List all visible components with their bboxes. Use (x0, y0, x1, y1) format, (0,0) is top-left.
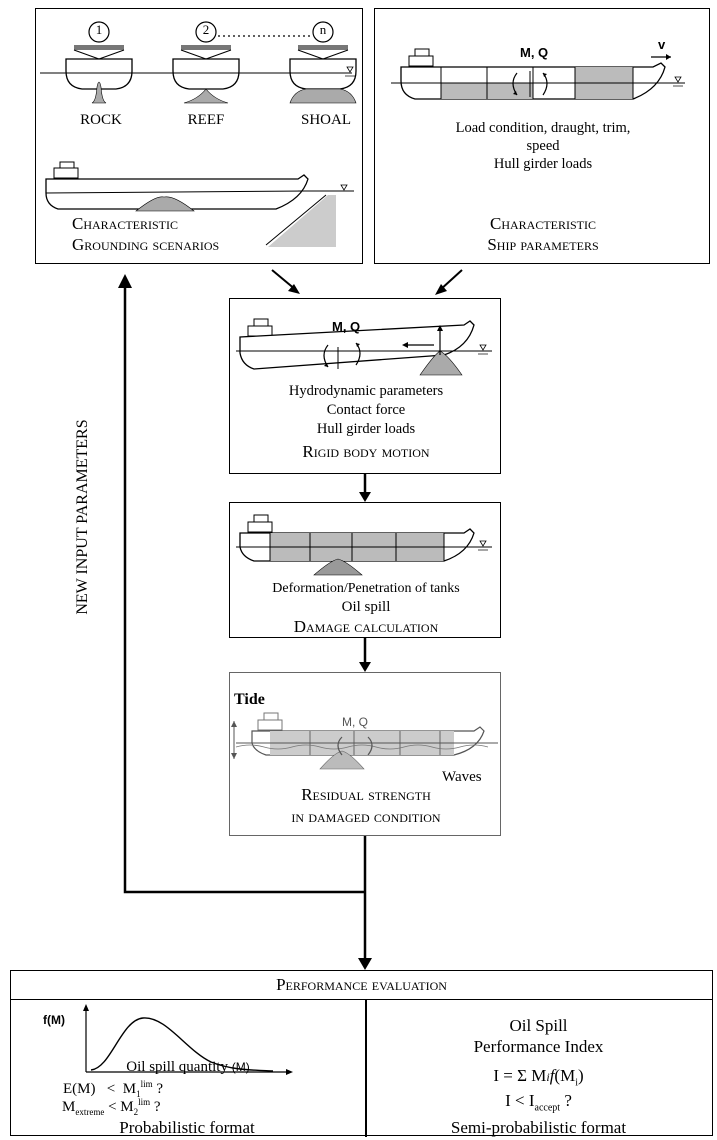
damage-calculation-box: Deformation/Penetration of tanks Oil spi… (229, 502, 501, 638)
rigid-body-drawing (236, 318, 492, 376)
rock-section-icon (65, 45, 133, 104)
residual-title-line1: Residual strength (301, 785, 431, 804)
damage-drawing (236, 514, 492, 576)
ship-loads-drawing (391, 48, 685, 100)
reef-section-icon (172, 45, 240, 104)
residual-tide-label: Tide (234, 691, 265, 708)
scenario-label-reef: REEF (187, 112, 225, 128)
scenario-label-shoal: SHOAL (300, 112, 351, 128)
scenario-label-rock: ROCK (80, 112, 122, 128)
ship-parameters-box: M, Q v Load condition, draught, trim, sp… (374, 8, 710, 264)
residual-strength-box: Tide M, Q Waves Residual strength in dam… (229, 672, 501, 836)
residual-waves-label: Waves (442, 769, 482, 785)
x-axis-title: Oil spill quantity (M) (11, 1059, 365, 1076)
ship-title-line1: Characteristic (489, 214, 596, 233)
residual-title-line2: in damaged condition (291, 807, 441, 826)
grounding-scenarios-box: ROCK REEF SHOAL 1 2 n Characteristic Gro… (35, 8, 363, 264)
performance-header: Performance evaluation (276, 975, 447, 994)
ship-title-line2: Ship parameters (487, 235, 599, 254)
acceptance-inequality: I < Iaccept ? (505, 1091, 572, 1114)
rigid-moment-label: M, Q (332, 319, 361, 334)
performance-index-formula: I = Σ Mif(Mi) (493, 1066, 584, 1089)
residual-drawing (231, 712, 498, 770)
damage-line2: Oil spill (341, 599, 391, 615)
grounded-ship-profile-icon (45, 161, 354, 247)
oil-spill-title: Oil Spill (509, 1016, 568, 1035)
oil-spill-quantity-label: Oil spill quantity (126, 1059, 228, 1075)
x-axis-unit: (M) (231, 1060, 250, 1074)
performance-evaluation-box: Performance evaluation f(M) Oil spill qu… (10, 970, 713, 1137)
rigid-body-box: M, Q Hydrodynamic parameters Contact for… (229, 298, 501, 474)
rigid-line3: Hull girder loads (316, 421, 416, 437)
grounding-title-line1: Characteristic (72, 214, 179, 233)
rigid-title: Rigid body motion (302, 442, 430, 461)
rigid-line2: Contact force (326, 402, 406, 418)
semi-probabilistic-format-label: Semi-probabilistic format (450, 1118, 627, 1137)
ship-text-line2: speed (526, 138, 560, 154)
scenario-number-n: n (319, 22, 327, 37)
y-axis-label: f(M) (43, 1013, 65, 1027)
equation-expected-m: E(M) < M1lim ? (63, 1079, 163, 1099)
performance-header-row: Performance evaluation (11, 971, 712, 1000)
ship-moment-label: M, Q (520, 45, 549, 60)
equation-extreme-m: Mextreme < M2lim ? (62, 1097, 161, 1117)
grounding-title-line2: Grounding scenarios (72, 235, 220, 254)
ship-text-line3: Hull girder loads (493, 156, 593, 172)
ship-text-line1: Load condition, draught, trim, (455, 120, 631, 136)
damage-line1: Deformation/Penetration of tanks (272, 581, 460, 596)
scenario-number-1: 1 (95, 22, 103, 37)
scenario-number-2: 2 (202, 22, 210, 37)
probabilistic-format-label: Probabilistic format (119, 1118, 255, 1137)
oil-spill-distribution-chart (83, 1004, 293, 1075)
residual-moment-label: M, Q (342, 715, 368, 729)
performance-index-title: Performance Index (473, 1037, 604, 1056)
new-input-parameters-label: NEW INPUT PARAMETERS (74, 419, 91, 615)
shoal-section-icon (289, 45, 357, 104)
damage-title: Damage calculation (293, 617, 439, 636)
rigid-line1: Hydrodynamic parameters (288, 383, 444, 399)
ship-velocity-label: v (658, 37, 666, 52)
performance-divider (365, 1000, 367, 1137)
grounding-scenarios-drawing (40, 21, 357, 247)
